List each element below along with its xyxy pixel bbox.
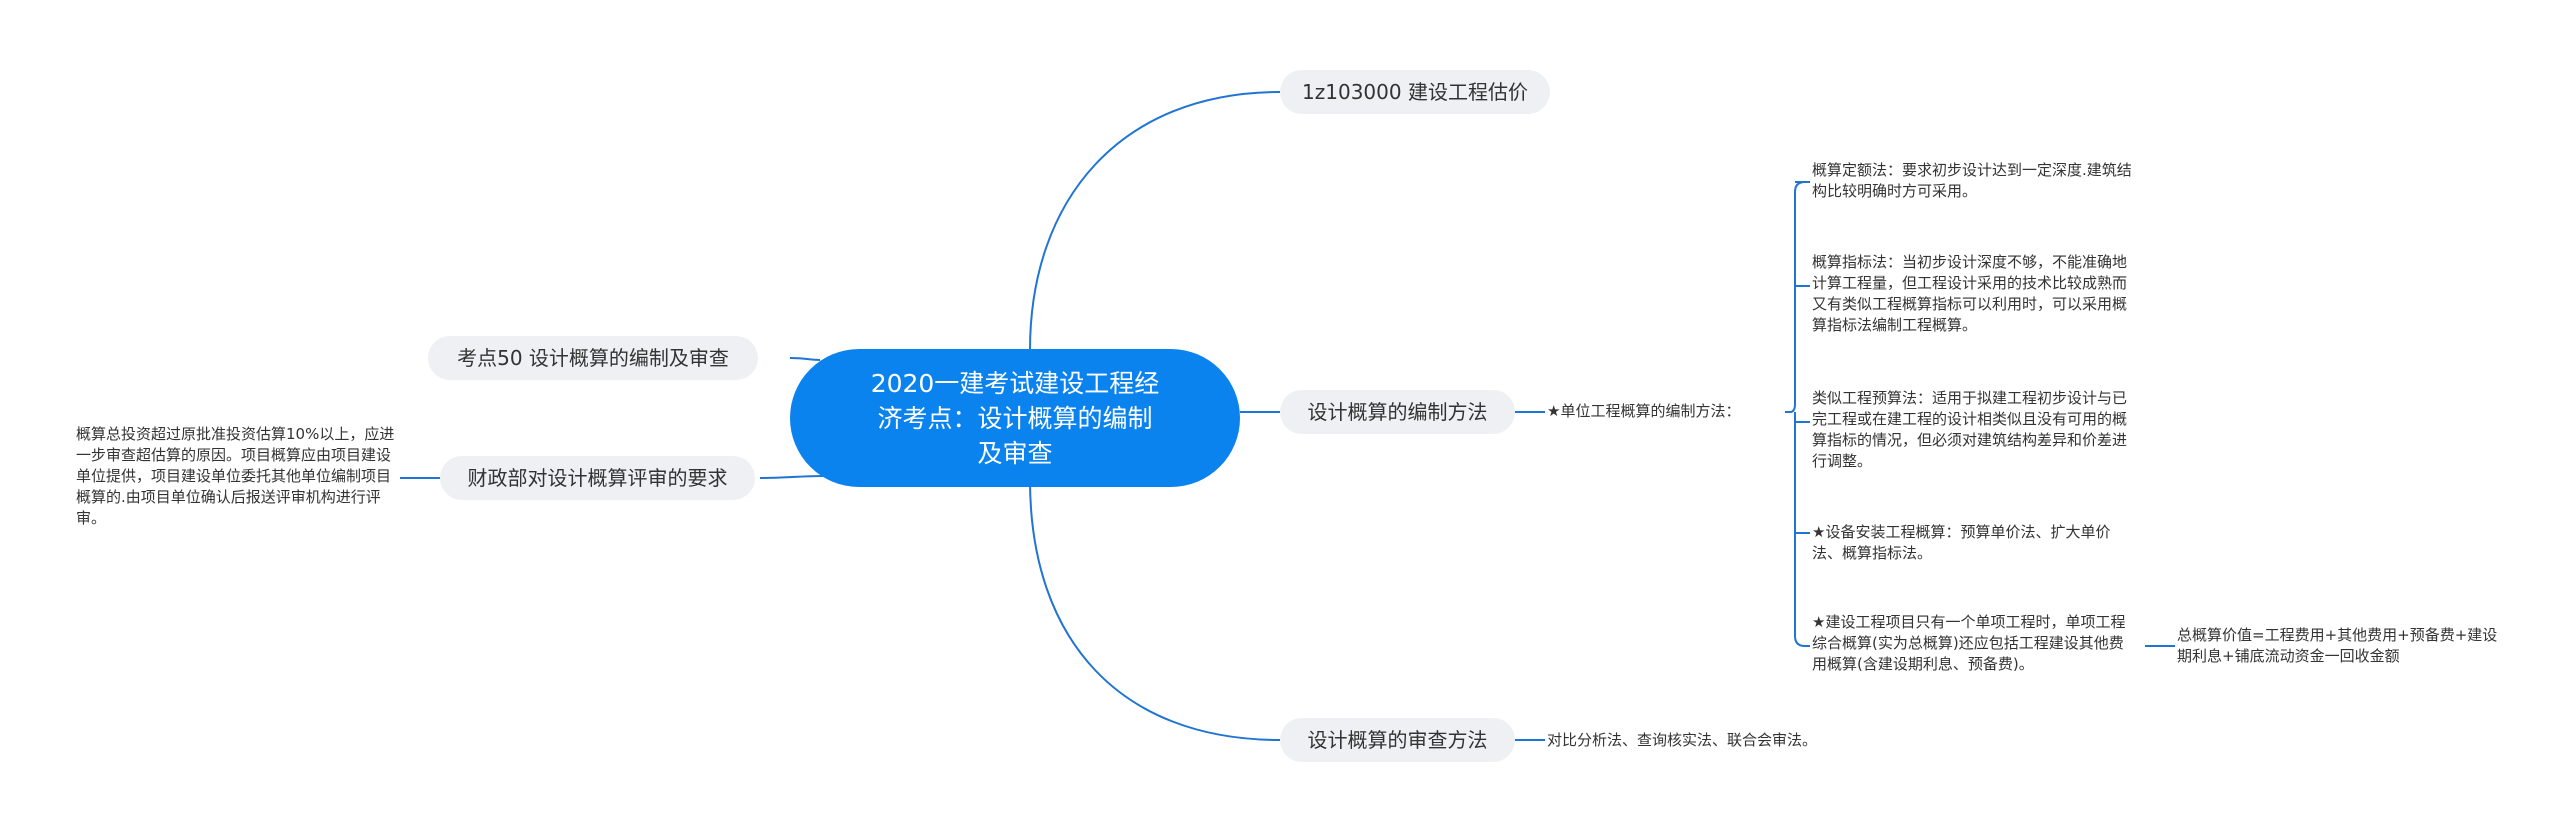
method-item-4: ★设备安装工程概算：预算单价法、扩大单价法、概算指标法。 xyxy=(1812,523,2111,562)
branch-right-2[interactable]: 设计概算的审查方法 xyxy=(1280,718,1515,762)
link-root-left1 xyxy=(789,357,821,361)
total-formula: 总概算价值=工程费用+其他费用+预备费+建设期利息+铺底流动资金一回收金额 xyxy=(2177,626,2498,665)
root-topic[interactable]: 2020一建考试建设工程经 济考点：设计概算的编制 及审查 xyxy=(790,349,1240,487)
left2-note: 概算总投资超过原批准投资估算10%以上，应进一步审查超估算的原因。项目概算应由项… xyxy=(76,425,395,527)
method-item-5: ★建设工程项目只有一个单项工程时，单项工程综合概算(实为总概算)还应包括工程建设… xyxy=(1812,613,2126,673)
root-topic-line2: 济考点：设计概算的编制 xyxy=(877,403,1153,433)
method-item-1: 概算定额法：要求初步设计达到一定深度.建筑结构比较明确时方可采用。 xyxy=(1812,161,2132,200)
link-root-top xyxy=(1029,91,1281,351)
link-root-bottom xyxy=(1029,479,1281,741)
link-root-left2 xyxy=(759,475,826,479)
branch-left-1[interactable]: 考点50 设计概算的编制及审查 xyxy=(428,336,758,380)
branch-left-2[interactable]: 财政部对设计概算评审的要求 xyxy=(440,456,755,500)
root-topic-line1: 2020一建考试建设工程经 xyxy=(870,368,1160,398)
branch-top[interactable]: 1z103000 建设工程估价 xyxy=(1280,70,1550,114)
root-topic-line3: 及审查 xyxy=(977,438,1053,468)
link-sub-bracket xyxy=(1785,181,1810,647)
branch-right-1[interactable]: 设计概算的编制方法 xyxy=(1280,390,1515,434)
method-subtopic: ★单位工程概算的编制方法： xyxy=(1547,402,1741,420)
method-item-2: 概算指标法：当初步设计深度不够，不能准确地计算工程量，但工程设计采用的技术比较成… xyxy=(1812,253,2128,334)
method-item-3: 类似工程预算法：适用于拟建工程初步设计与已完工程或在建工程的设计相类似且没有可用… xyxy=(1812,389,2128,470)
review-methods: 对比分析法、查询核实法、联合会审法。 xyxy=(1547,731,1818,749)
